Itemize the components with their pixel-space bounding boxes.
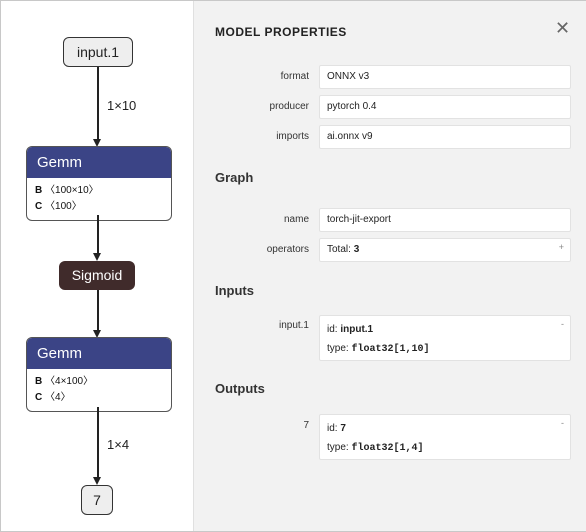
collapse-icon[interactable]: - (561, 418, 564, 428)
edge-shape-label: 1×10 (107, 98, 137, 113)
operators-count: 3 (353, 244, 360, 255)
arrow-head-icon (93, 477, 101, 485)
graph-edge (97, 290, 99, 330)
graph-name-text: torch-jit-export (327, 214, 391, 225)
format-text: ONNX v3 (327, 71, 370, 82)
operators-value[interactable]: Total: 3 + (319, 238, 571, 262)
format-label: format (280, 71, 309, 82)
output-type: float32[1,4] (351, 443, 424, 454)
input-type: float32[1,10] (351, 344, 430, 355)
attr-name: B (35, 185, 43, 196)
imports-label: imports (276, 131, 309, 142)
input-id: input.1 (340, 324, 374, 335)
node-attributes: B 〈100×10〉 C 〈100〉 (27, 178, 171, 220)
panel-title: MODEL PROPERTIES (215, 25, 347, 39)
arrow-head-icon (93, 330, 101, 338)
attr-shape: 〈100×10〉 (45, 185, 99, 196)
graph-name-value: torch-jit-export (319, 208, 571, 232)
output-id-prefix: id: (327, 423, 338, 434)
format-value: ONNX v3 (319, 65, 571, 89)
sigmoid-node[interactable]: Sigmoid (59, 261, 135, 290)
input-label: input.1 (278, 320, 309, 331)
producer-label: producer (269, 101, 309, 112)
attr-name: B (35, 376, 43, 387)
attr-shape: 〈4〉 (45, 392, 71, 403)
node-attributes: B 〈4×100〉 C 〈4〉 (27, 369, 171, 411)
output-label: 7 (303, 420, 309, 431)
inputs-section-heading: Inputs (215, 283, 254, 298)
expand-icon[interactable]: + (558, 242, 564, 252)
arrow-head-icon (93, 139, 101, 147)
attr-shape: 〈4×100〉 (45, 376, 94, 387)
model-properties-panel: MODEL PROPERTIES ✕ format ONNX v3 produc… (193, 1, 586, 531)
output-value[interactable]: id: 7 type: float32[1,4] - (319, 414, 571, 460)
graph-edge (97, 215, 99, 253)
attr-name: C (35, 392, 43, 403)
input-value[interactable]: id: input.1 type: float32[1,10] - (319, 315, 571, 361)
input-id-prefix: id: (327, 324, 338, 335)
gemm-node-2[interactable]: Gemm B 〈4×100〉 C 〈4〉 (26, 337, 172, 412)
graph-canvas[interactable]: input.1 1×10 Gemm B 〈100×10〉 C 〈100〉 Sig… (1, 1, 193, 531)
graph-output-node[interactable]: 7 (81, 485, 113, 515)
graph-section-heading: Graph (215, 170, 254, 185)
operators-label: operators (266, 244, 309, 255)
outputs-section-heading: Outputs (215, 381, 265, 396)
node-title: Gemm (27, 147, 171, 178)
gemm-node-1[interactable]: Gemm B 〈100×10〉 C 〈100〉 (26, 146, 172, 221)
operators-prefix: Total: (327, 244, 351, 255)
arrow-head-icon (93, 253, 101, 261)
collapse-icon[interactable]: - (561, 319, 564, 329)
input-type-prefix: type: (327, 343, 349, 354)
graph-name-label: name (283, 214, 309, 225)
output-type-prefix: type: (327, 442, 349, 453)
imports-text: ai.onnx v9 (327, 131, 373, 142)
edge-shape-label: 1×4 (107, 437, 130, 452)
graph-input-node[interactable]: input.1 (63, 37, 133, 67)
output-id: 7 (340, 423, 346, 434)
attr-shape: 〈100〉 (45, 201, 82, 212)
graph-edge (97, 407, 99, 477)
producer-value: pytorch 0.4 (319, 95, 571, 119)
attr-name: C (35, 201, 43, 212)
graph-edge (97, 67, 99, 139)
producer-text: pytorch 0.4 (327, 101, 377, 112)
imports-value: ai.onnx v9 (319, 125, 571, 149)
close-icon[interactable]: ✕ (555, 18, 571, 38)
node-title: Gemm (27, 338, 171, 369)
